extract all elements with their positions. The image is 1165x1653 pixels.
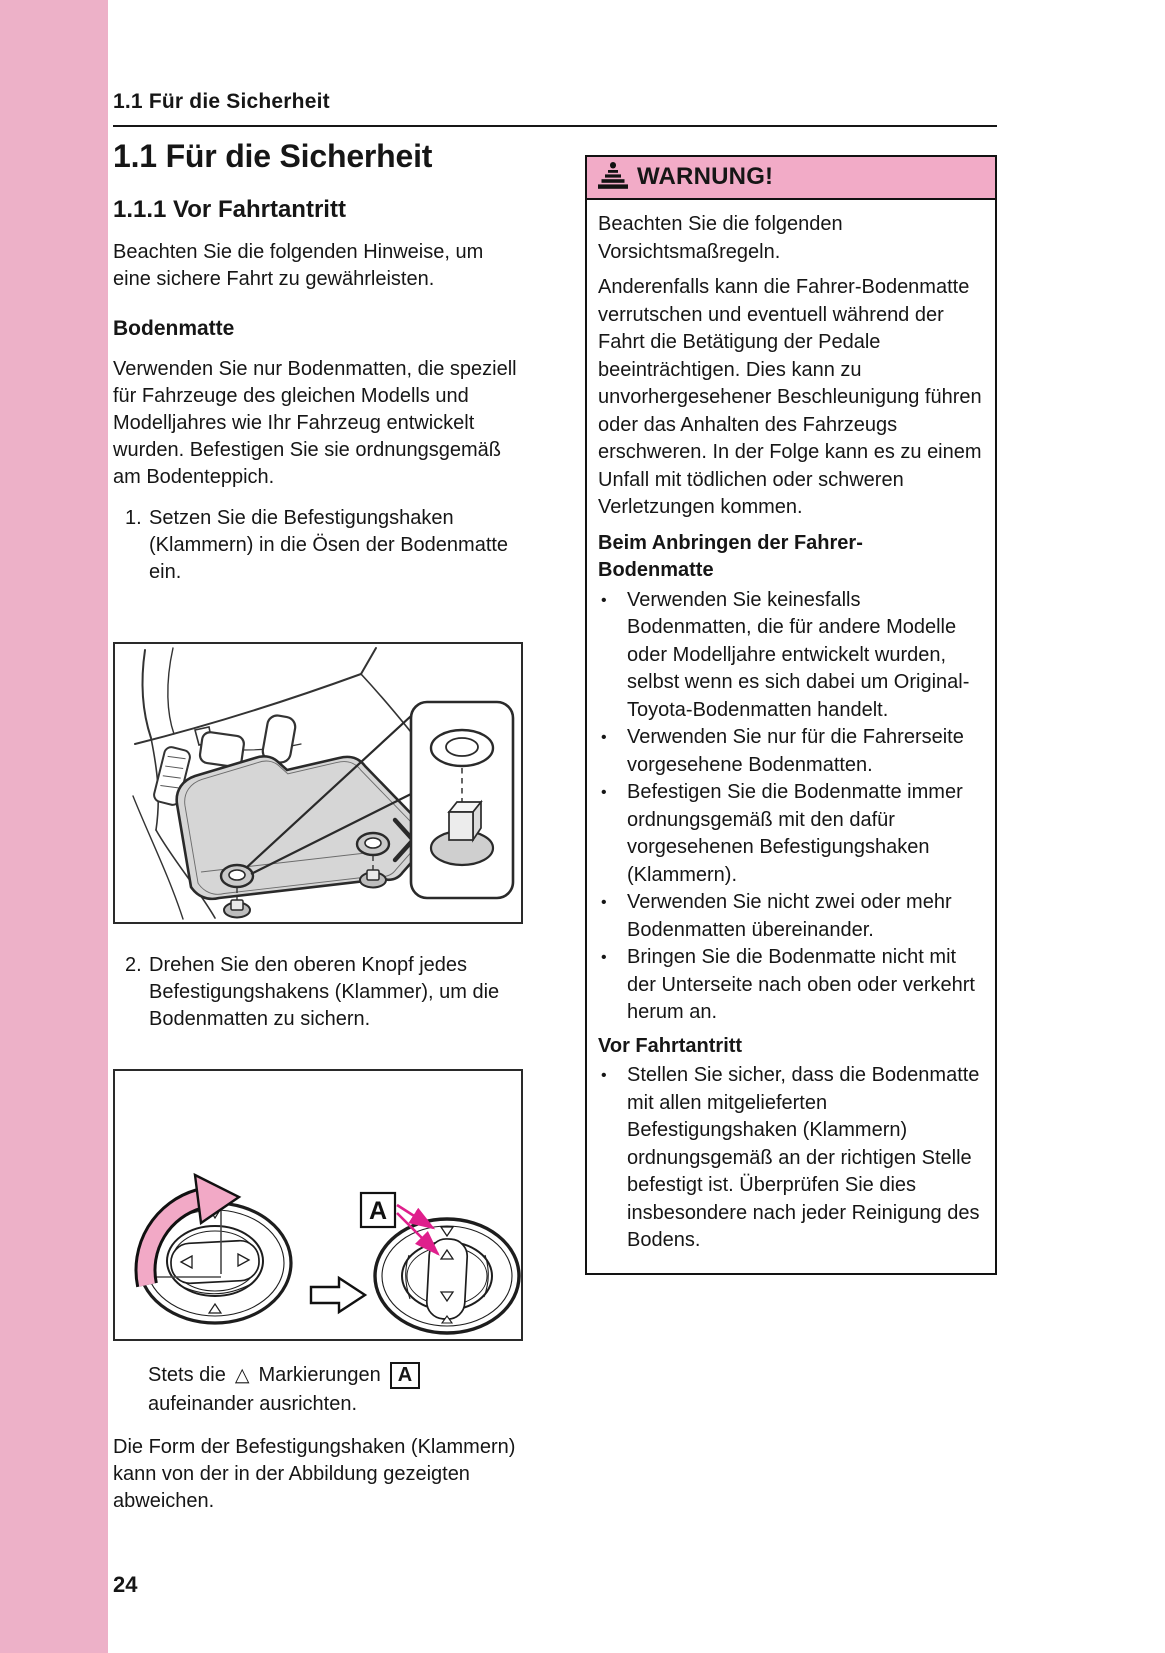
caption-label-a-box: A bbox=[389, 1362, 421, 1389]
section-title: 1.1.1 Vor Fahrtantritt bbox=[113, 196, 346, 223]
bullet-text: Befestigen Sie die Bodenmatte immer ordn… bbox=[627, 781, 963, 886]
page-title: 1.1 Für die Sicherheit bbox=[113, 138, 433, 174]
step-text: Setzen Sie die Befestigungshaken (Klamme… bbox=[149, 507, 509, 583]
callout-arrows bbox=[396, 1203, 440, 1256]
caption-text: Markierungen bbox=[258, 1364, 381, 1386]
bullet-text: Bringen Sie die Bodenmatte nicht mit der… bbox=[627, 946, 975, 1023]
floor-mat-shape bbox=[175, 755, 431, 901]
rotate-arrow-icon bbox=[134, 1172, 242, 1288]
step-number: 1. bbox=[125, 507, 142, 529]
bullet-text: Stellen Sie sicher, dass die Bodenmatte … bbox=[627, 1064, 980, 1251]
bullet-icon: • bbox=[601, 784, 607, 801]
bullet-text: Verwenden Sie nur für die Fahrerseite vo… bbox=[627, 726, 964, 776]
warning-box: WARNUNG! Beachten Sie die folgenden Vors… bbox=[585, 155, 997, 1275]
list-item: • Befestigen Sie die Bodenmatte immer or… bbox=[598, 779, 984, 889]
knob-rotation-illustration: A bbox=[134, 1172, 521, 1335]
warning-paragraph: Beachten Sie die folgenden Vorsichtsmaßr… bbox=[598, 213, 843, 263]
left-column: 1.1 Für die Sicherheit 1.1.1 Vor Fahrtan… bbox=[113, 138, 523, 1515]
figure-floor-mat bbox=[113, 642, 523, 924]
page-edge-strip bbox=[0, 0, 108, 1653]
warning-triangle-icon bbox=[598, 162, 628, 189]
triangle-mark-icon: △ bbox=[234, 1365, 250, 1386]
floor-mat-illustration bbox=[132, 647, 515, 920]
list-item: • Verwenden Sie nicht zwei oder mehr Bod… bbox=[598, 889, 984, 944]
figure-retaining-knob: A bbox=[113, 1069, 523, 1341]
inset-detail-panel bbox=[409, 700, 515, 900]
intro-paragraph: Beachten Sie die folgenden Hinweise, um … bbox=[113, 241, 484, 290]
bullet-text: Verwenden Sie keinesfalls Bodenmatten, d… bbox=[627, 588, 970, 721]
step-2: 2. Drehen Sie den oberen Knopf jedes Bef… bbox=[113, 952, 523, 1033]
warning-bullet-list: • Verwenden Sie keinesfalls Bodenmatten,… bbox=[598, 587, 984, 1027]
warning-paragraph: Anderenfalls kann die Fahrer-Bodenmatte … bbox=[598, 276, 982, 518]
shape-note-paragraph: Die Form der Befestigungshaken (Klammern… bbox=[113, 1436, 516, 1512]
warning-title: WARNUNG! bbox=[637, 163, 774, 190]
bodenmatte-paragraph: Verwenden Sie nur Bodenmatten, die spezi… bbox=[113, 358, 517, 488]
figure-label-a: A bbox=[369, 1197, 387, 1225]
knob-before bbox=[137, 1201, 293, 1325]
warning-body: Beachten Sie die folgenden Vorsichtsmaßr… bbox=[585, 200, 997, 1275]
knob-after bbox=[373, 1217, 521, 1335]
running-header: 1.1 Für die Sicherheit bbox=[113, 90, 997, 127]
bullet-icon: • bbox=[601, 729, 607, 746]
mat-eyelets bbox=[219, 831, 391, 889]
list-item: • Verwenden Sie keinesfalls Bodenmatten,… bbox=[598, 587, 984, 725]
step-text: Drehen Sie den oberen Knopf jedes Befest… bbox=[149, 954, 500, 1030]
warning-header: WARNUNG! bbox=[585, 155, 997, 200]
bullet-icon: • bbox=[601, 1067, 607, 1084]
bullet-text: Verwenden Sie nicht zwei oder mehr Boden… bbox=[627, 891, 952, 941]
bullet-icon: • bbox=[601, 894, 607, 911]
caption-text: Stets die bbox=[148, 1364, 226, 1386]
label-A-box: A bbox=[359, 1191, 397, 1229]
warning-bullet-list: • Stellen Sie sicher, dass die Bodenmatt… bbox=[598, 1062, 984, 1255]
list-item: • Bringen Sie die Bodenmatte nicht mit d… bbox=[598, 944, 984, 1027]
bullet-icon: • bbox=[601, 949, 607, 966]
page-number: 24 bbox=[113, 1572, 138, 1597]
step-1: 1. Setzen Sie die Befestigungshaken (Kla… bbox=[113, 505, 523, 586]
bodenmatte-heading: Bodenmatte bbox=[113, 317, 235, 340]
step-arrow-icon bbox=[309, 1275, 368, 1315]
floor-clips bbox=[223, 869, 387, 919]
list-item: • Stellen Sie sicher, dass die Bodenmatt… bbox=[598, 1062, 984, 1255]
figure-caption: Stets die △ Markierungen A aufeinander ausr… bbox=[148, 1361, 523, 1418]
caption-text: aufeinander ausrichten. bbox=[148, 1393, 358, 1415]
step-number: 2. bbox=[125, 954, 142, 976]
warning-subheading: Beim Anbringen der Fahrer-Bodenmatte bbox=[598, 531, 863, 582]
list-item: • Verwenden Sie nur für die Fahrerseite … bbox=[598, 724, 984, 779]
warning-subheading: Vor Fahrtantritt bbox=[598, 1034, 743, 1057]
bullet-icon: • bbox=[601, 591, 607, 609]
